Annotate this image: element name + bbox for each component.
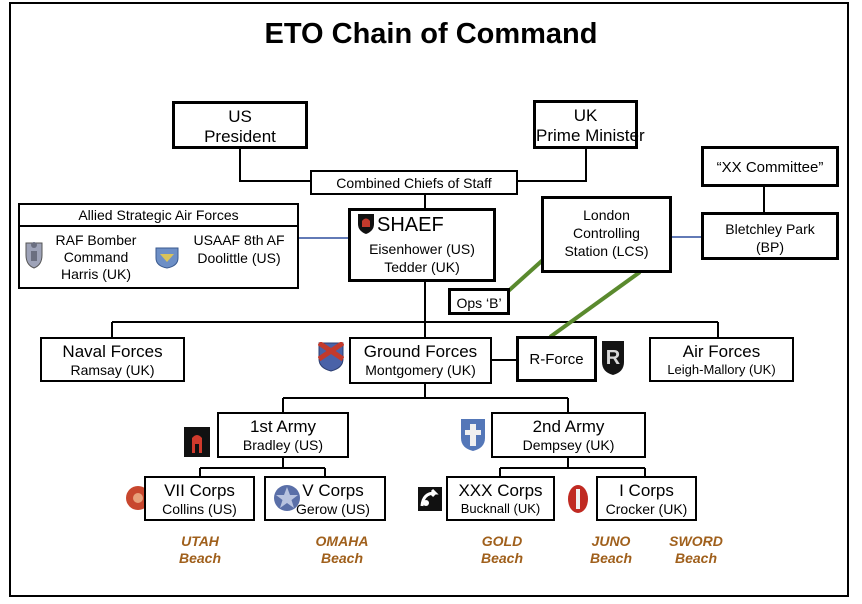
beach-juno-line1: JUNO: [591, 533, 631, 549]
ccs-label: Combined Chiefs of Staff: [336, 175, 492, 191]
diagram-frame: [9, 2, 849, 597]
beach-utah-line2: Beach: [178, 549, 222, 566]
air-line2: Leigh-Mallory (UK): [667, 362, 776, 378]
second-army-insignia-icon: [461, 419, 485, 451]
beach-omaha-line1: OMAHA: [315, 533, 369, 549]
i-corps-line1: I Corps: [619, 481, 674, 500]
node-first-army: 1st Army Bradley (US): [217, 412, 349, 458]
node-lcs: London Controlling Station (LCS): [541, 196, 672, 273]
shaef-line3: Tedder (UK): [384, 259, 460, 276]
node-ops-b: Ops ‘B’: [448, 288, 510, 315]
node-naval-forces: Naval Forces Ramsay (UK): [40, 337, 185, 382]
beach-omaha: OMAHA Beach: [302, 533, 382, 567]
shaef-name: SHAEF: [377, 214, 444, 236]
air-line1: Air Forces: [682, 342, 761, 361]
node-bletchley-park: Bletchley Park (BP): [701, 212, 839, 260]
line-president-ccs: [239, 148, 310, 182]
beach-utah-line1: UTAH: [181, 533, 219, 549]
beach-sword: SWORD Beach: [656, 533, 736, 567]
v-corps-line1: V Corps: [302, 481, 364, 500]
vii-corps-line1: VII Corps: [164, 481, 235, 500]
army1-line2: Bradley (US): [242, 437, 324, 454]
line-lcs-rforce: [548, 270, 642, 339]
usaaf-8th-af-insignia-icon: [155, 247, 179, 269]
v-corps-line2: Gerow (US): [296, 501, 370, 518]
usaaf-line2: Doolittle (US): [197, 249, 281, 266]
strategic-header: Allied Strategic Air Forces: [20, 205, 297, 228]
xxx-corps-insignia-icon: [418, 487, 442, 511]
usaaf-line1: USAAF 8th AF: [193, 232, 285, 248]
node-shaef: SHAEF Eisenhower (US) Tedder (UK): [348, 208, 496, 282]
xx-committee-label: “XX Committee”: [716, 159, 824, 176]
node-r-force: R-Force: [516, 336, 597, 382]
line-pm-ccs: [518, 148, 587, 182]
beach-gold: GOLD Beach: [462, 533, 542, 567]
army2-line2: Dempsey (UK): [522, 437, 615, 454]
i-corps-line2: Crocker (UK): [605, 501, 688, 518]
ops-b-label: Ops ‘B’: [456, 295, 502, 311]
shaef-line2: Eisenhower (US): [369, 241, 475, 257]
beach-juno-line2: Beach: [589, 549, 633, 566]
svg-text:R: R: [606, 347, 621, 369]
raf-line3: Harris (UK): [61, 265, 131, 282]
bletchley-line1: Bletchley Park: [725, 221, 815, 237]
r-force-insignia-icon: R: [602, 341, 624, 375]
beach-gold-line1: GOLD: [481, 533, 523, 549]
raf-line1: RAF Bomber: [55, 232, 137, 248]
node-vii-corps: VII Corps Collins (US): [144, 476, 255, 521]
first-army-insignia-icon: [184, 427, 210, 457]
naval-line2: Ramsay (UK): [70, 362, 155, 379]
node-us-president: US President: [172, 101, 308, 149]
lcs-line3: Station (LCS): [564, 243, 649, 260]
us-president-line2: President: [204, 126, 276, 146]
lcs-line1: London: [583, 207, 630, 223]
beach-utah: UTAH Beach: [160, 533, 240, 567]
node-air-forces: Air Forces Leigh-Mallory (UK): [649, 337, 794, 382]
ground-line1: Ground Forces: [363, 342, 478, 361]
node-ground-forces: Ground Forces Montgomery (UK): [349, 337, 492, 384]
naval-line1: Naval Forces: [62, 342, 163, 361]
usaaf-text: USAAF 8th AF Doolittle (US): [180, 232, 298, 267]
i-corps-insignia-icon: [568, 485, 588, 513]
army2-line1: 2nd Army: [532, 417, 605, 436]
beach-omaha-line2: Beach: [320, 549, 364, 566]
xxx-corps-line1: XXX Corps: [458, 481, 543, 500]
ground-line2: Montgomery (UK): [365, 362, 476, 379]
v-corps-insignia-icon: [274, 485, 300, 511]
beach-sword-line1: SWORD: [669, 533, 723, 549]
army1-line1: 1st Army: [249, 417, 317, 436]
raf-text: RAF Bomber Command Harris (UK): [46, 232, 146, 282]
vii-corps-line2: Collins (US): [162, 501, 237, 518]
beach-juno: JUNO Beach: [571, 533, 651, 567]
uk-pm-line2: Prime Minister: [536, 125, 645, 145]
node-uk-pm: UK Prime Minister: [533, 100, 645, 149]
node-allied-strategic-air: Allied Strategic Air Forces RAF Bomber C…: [18, 203, 299, 289]
bletchley-line2: (BP): [756, 239, 784, 256]
node-xxx-corps: XXX Corps Bucknall (UK): [446, 476, 555, 521]
strategic-header-label: Allied Strategic Air Forces: [78, 207, 239, 223]
uk-pm-line1: UK: [573, 106, 598, 125]
node-xx-committee: “XX Committee”: [701, 146, 839, 187]
lcs-line2: Controlling: [573, 225, 640, 242]
shaef-insignia-icon: [358, 214, 374, 234]
node-second-army: 2nd Army Dempsey (UK): [491, 412, 646, 458]
rforce-label: R-Force: [529, 351, 584, 368]
ground-forces-insignia-icon: [318, 342, 344, 372]
shaef-commanders: Eisenhower (US) Tedder (UK): [351, 240, 493, 276]
xxx-corps-line2: Bucknall (UK): [460, 501, 541, 517]
beach-sword-line2: Beach: [674, 549, 718, 566]
raf-bomber-insignia-icon: [25, 242, 43, 269]
line-lcs-opsb: [503, 256, 547, 296]
node-combined-chiefs: Combined Chiefs of Staff: [310, 170, 518, 195]
node-i-corps: I Corps Crocker (UK): [596, 476, 697, 521]
beach-gold-line2: Beach: [480, 549, 524, 566]
us-president-line1: US: [228, 107, 252, 126]
page-title: ETO Chain of Command: [264, 18, 598, 50]
raf-line2: Command: [63, 248, 129, 265]
